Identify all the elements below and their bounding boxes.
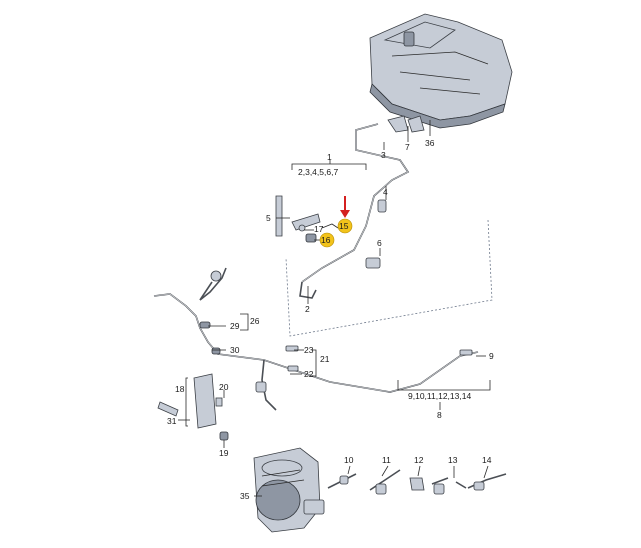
detail-outline: [285, 219, 493, 337]
callout-26: 26: [250, 316, 260, 326]
callout-16: 16: [321, 235, 331, 245]
callout-13: 13: [448, 455, 458, 465]
callout-18: 18: [175, 384, 185, 394]
callout-31: 31: [167, 416, 177, 426]
callout-35: 35: [240, 491, 250, 501]
callout-5: 5: [266, 213, 271, 223]
leader-lines: [178, 120, 491, 497]
callout-4: 4: [383, 187, 388, 197]
callout-14: 14: [482, 455, 492, 465]
callout-8-group: 9,10,11,12,13,14: [408, 391, 471, 401]
callout-15-badge: 15: [337, 218, 353, 234]
callout-11: 11: [382, 455, 391, 465]
callout-3: 3: [381, 150, 386, 160]
callout-10: 10: [344, 455, 354, 465]
highlighted-parts: [305, 196, 350, 243]
callout-36: 36: [425, 138, 435, 148]
callout-17: 17: [314, 224, 324, 234]
callout-21: 21: [320, 354, 330, 364]
callout-1: 1: [327, 152, 332, 162]
callout-23: 23: [304, 345, 314, 355]
callout-15: 15: [339, 221, 349, 231]
callout-19: 19: [219, 448, 229, 458]
callout-22: 22: [304, 369, 314, 379]
callout-16-badge: 16: [319, 232, 335, 248]
reservoir-tank: [369, 13, 513, 129]
callout-8: 8: [437, 410, 442, 420]
callout-30: 30: [230, 345, 240, 355]
callout-7: 7: [405, 142, 410, 152]
long-pipe: [153, 267, 479, 411]
callout-29: 29: [230, 321, 240, 331]
callout-2: 2: [305, 304, 310, 314]
small-parts-row: [327, 469, 507, 495]
callout-12: 12: [414, 455, 424, 465]
main-hose: [299, 123, 410, 299]
callout-6: 6: [377, 238, 382, 248]
converter-unit: [253, 447, 325, 533]
callout-20: 20: [219, 382, 229, 392]
callout-9: 9: [489, 351, 494, 361]
brackets: [157, 115, 425, 441]
callout-labels: 1 2,3,4,5,6,7 3 7 36 4 5 6 2 17 15 16 26…: [167, 138, 494, 501]
callout-1-group: 2,3,4,5,6,7: [298, 167, 338, 177]
